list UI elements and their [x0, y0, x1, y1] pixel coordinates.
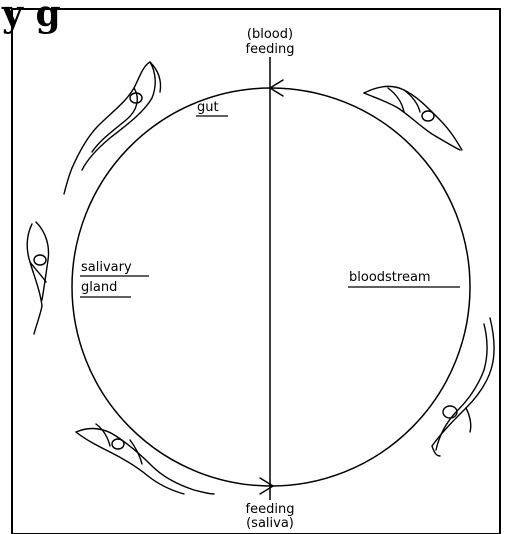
trypanosome-illustration-top-right — [364, 86, 462, 150]
header-fragment: y g — [1, 0, 61, 35]
stage-label-salivary: salivary — [81, 260, 132, 275]
feeding-top-label: (blood) feeding — [246, 27, 295, 57]
feeding-top-line1: (blood) — [247, 27, 293, 42]
trypanosome-illustration-top-left — [64, 62, 161, 194]
stage-label-bloodstream: bloodstream — [349, 270, 431, 285]
trypanosome-illustration-left — [27, 222, 48, 334]
feeding-top-line2: feeding — [246, 42, 295, 57]
feeding-bottom-line2: (saliva) — [246, 516, 294, 531]
stage-label-gland: gland — [81, 280, 117, 295]
trypanosome-illustration-bottom-left — [76, 424, 214, 494]
feeding-bottom-line1: feeding — [246, 502, 295, 517]
feeding-bottom-label: feeding (saliva) — [246, 502, 295, 531]
stage-label-gut: gut — [197, 100, 219, 115]
